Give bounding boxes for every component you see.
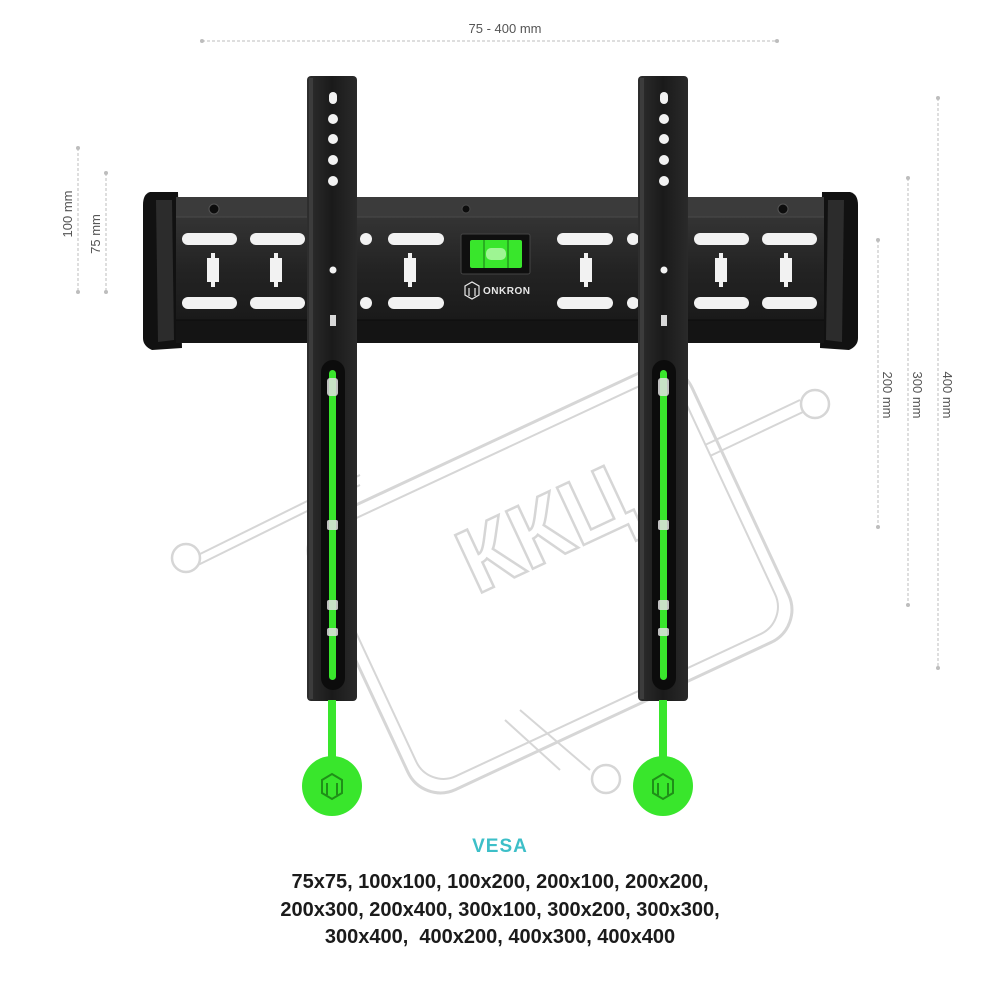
vesa-sizes-line-3: 300x400, 400x200, 400x300, 400x400 (324, 926, 676, 948)
left-safety-tab[interactable] (302, 756, 362, 816)
right-outer-dimension-label: 400 mm (940, 372, 955, 419)
onkron-logo-icon (464, 281, 480, 300)
left-inner-dimension-label: 75 mm (88, 214, 103, 254)
brand-name: ONKRON (483, 286, 530, 297)
right-safety-tab[interactable] (633, 756, 693, 816)
width-dimension: 75 - 400 mm (200, 21, 779, 43)
right-arm (633, 76, 693, 816)
bubble-level (460, 233, 531, 275)
left-outer-dimension-label: 100 mm (60, 191, 75, 238)
right-mid-dimension-label: 300 mm (910, 372, 925, 419)
watermark: ККЦ (170, 365, 831, 795)
watermark-text: ККЦ (442, 445, 648, 613)
vesa-sizes-line-1: 75x75, 100x100, 100x200, 200x100, 200x20… (291, 871, 709, 893)
left-arm (302, 76, 362, 816)
vesa-title: VESA (472, 836, 528, 857)
onkron-tab-icon (321, 772, 343, 801)
vesa-sizes-line-2: 200x300, 200x400, 300x100, 300x200, 300x… (280, 899, 720, 921)
onkron-tab-icon (652, 772, 674, 801)
brand-logo: ONKRON (464, 281, 530, 300)
width-dimension-label: 75 - 400 mm (469, 21, 542, 36)
right-dimensions: 200 mm 300 mm 400 mm (876, 96, 955, 670)
right-inner-dimension-label: 200 mm (880, 372, 895, 419)
wall-plate: ONKRON (143, 192, 858, 350)
left-dimensions: 100 mm 75 mm (60, 146, 108, 294)
